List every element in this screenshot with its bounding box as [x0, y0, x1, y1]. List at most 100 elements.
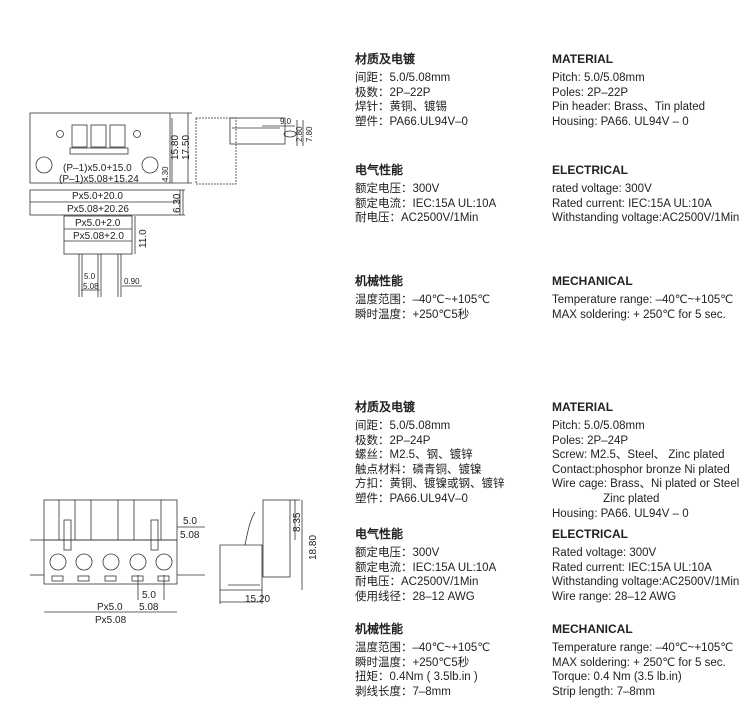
- spec-line: 剥线长度：7–8mm: [355, 685, 451, 698]
- dim-label: 8.35: [292, 512, 303, 532]
- dim-label: 5.0: [142, 590, 156, 601]
- spec-line: Pitch: 5.0/5.08mm: [552, 420, 645, 432]
- spec-line: Wire cage: Brass、Ni plated or Steel: [552, 478, 740, 491]
- top-cn-electrical: 电气性能额定电压：300V 额定电流：IEC:15A UL:10A 耐电压：AC25…: [355, 163, 496, 226]
- spec-line: 瞬时温度：+250℃5秒: [355, 656, 470, 669]
- terminal-side-view: [219, 499, 303, 604]
- dim-label: Px5.0+2.0: [75, 218, 121, 229]
- spec-line: Strip length: 7–8mm: [552, 685, 655, 698]
- dim-label: 2.80: [295, 126, 304, 142]
- spec-line: 额定电压：300V: [355, 183, 440, 195]
- dim-label: 15.80: [170, 135, 181, 160]
- dim-label: 5.08: [83, 282, 99, 291]
- spec-line: Poles: 2P–24P: [552, 434, 629, 447]
- section-heading: 电气性能: [355, 527, 404, 541]
- section-heading: 材质及电镀: [355, 400, 416, 414]
- spec-line: Housing: PA66. UL94V – 0: [552, 115, 689, 128]
- section-heading: 机械性能: [355, 274, 404, 288]
- spec-line: Contact:phosphor bronze Ni plated: [552, 463, 730, 476]
- spec-line: MAX soldering: + 250℃ for 5 sec.: [552, 656, 726, 669]
- dim-label: 6.30: [172, 193, 183, 213]
- dim-label: 5.08: [180, 530, 200, 541]
- spec-line: Temperature range: –40℃~+105℃: [552, 294, 734, 306]
- dim-label: (P–1)x5.0+15.0: [63, 163, 132, 174]
- spec-line: Rated current: IEC:15A UL:10A: [552, 561, 712, 574]
- spec-line: Zinc plated: [552, 492, 660, 505]
- dim-label: 5.0: [183, 516, 197, 527]
- spec-line: 间距：5.0/5.08mm: [355, 420, 451, 432]
- header-side-view: [195, 117, 304, 185]
- spec-line: 极数：2P–22P: [355, 86, 431, 99]
- spec-line: Rated current: IEC:15A UL:10A: [552, 197, 712, 210]
- bottom-cn-mechanical: 机械性能温度范围：–40℃~+105℃ 瞬时温度：+250℃5秒扭矩：0.4Nm …: [355, 622, 490, 699]
- dim-label: 15.20: [245, 594, 270, 605]
- spec-line: 耐电压：AC2500V/1Min: [355, 212, 479, 225]
- dim-label: 18.80: [308, 535, 319, 560]
- spec-line: Pin header: Brass、Tin plated: [552, 101, 705, 114]
- spec-line: 方扣：黄铜、镀镍或钢、镀锌: [355, 478, 505, 491]
- dim-label: Px5.0: [97, 602, 123, 613]
- dim-label: 7.80: [305, 126, 314, 142]
- bottom-en-mechanical: MECHANICAL Temperature range: –40℃~+105℃ M…: [552, 622, 733, 699]
- dim-label: (P–1)x5.08+15.24: [59, 174, 139, 185]
- section-heading: MATERIAL: [552, 52, 614, 66]
- section-heading: MECHANICAL: [552, 622, 633, 636]
- dim-label: 4.30: [161, 166, 170, 182]
- spec-line: 塑件：PA66.UL94V–0: [355, 115, 468, 128]
- spec-line: Withstanding voltage:AC2500V/1Min: [552, 576, 740, 589]
- top-en-electrical: ELECTRICAL rated voltage: 300V Rated curre…: [552, 163, 739, 226]
- spec-line: Withstanding voltage:AC2500V/1Min: [552, 212, 740, 225]
- dim-label: 11.0: [138, 229, 149, 248]
- bottom-cn-material: 材质及电镀间距：5.0/5.08mm 极数：2P–24P 螺丝：M2.5、钢、镀锌触…: [355, 400, 505, 507]
- top-cn-mechanical: 机械性能温度范围：–40℃~+105℃ 瞬时温度：+250℃5秒: [355, 274, 490, 322]
- section-heading: 机械性能: [355, 622, 404, 636]
- spec-line: 瞬时温度：+250℃5秒: [355, 308, 470, 321]
- terminal-front-view: [30, 499, 205, 613]
- spec-line: Temperature range: –40℃~+105℃: [552, 642, 734, 654]
- spec-line: 极数：2P–24P: [355, 434, 431, 447]
- spec-line: 塑件：PA66.UL94V–0: [355, 492, 468, 505]
- spec-line: Screw: M2.5、Steel、 Zinc plated: [552, 449, 725, 462]
- section-heading: 材质及电镀: [355, 52, 416, 66]
- dim-label: 5.0: [84, 272, 96, 281]
- dim-label: Px5.0+20.0: [72, 191, 123, 202]
- dim-label: 9.0: [280, 117, 292, 126]
- spec-line: Torque: 0.4 Nm (3.5 lb.in): [552, 671, 682, 684]
- spec-line: 额定电压：300V: [355, 547, 440, 559]
- section-heading: MECHANICAL: [552, 274, 633, 288]
- section-heading: MATERIAL: [552, 400, 614, 414]
- spec-line: rated voltage: 300V: [552, 183, 652, 195]
- spec-line: Pitch: 5.0/5.08mm: [552, 72, 645, 84]
- spec-line: Housing: PA66. UL94V – 0: [552, 507, 689, 520]
- spec-line: 温度范围：–40℃~+105℃: [355, 642, 491, 654]
- dim-label: 17.50: [181, 135, 192, 160]
- spec-line: 耐电压：AC2500V/1Min: [355, 576, 479, 589]
- spec-line: 间距：5.0/5.08mm: [355, 72, 451, 84]
- spec-line: 螺丝：M2.5、钢、镀锌: [355, 449, 473, 462]
- spec-line: 使用线径：28–12 AWG: [355, 590, 475, 603]
- spec-line: 额定电流：IEC:15A UL:10A: [355, 197, 497, 210]
- spec-line: 焊针：黄铜、镀锡: [355, 101, 447, 114]
- section-heading: ELECTRICAL: [552, 163, 628, 177]
- spec-line: 温度范围：–40℃~+105℃: [355, 294, 491, 306]
- spec-line: 触点材料：磷青铜、镀镍: [355, 463, 482, 476]
- spec-line: Poles: 2P–22P: [552, 86, 629, 99]
- spec-line: 扭矩：0.4Nm ( 3.5lb.in ): [355, 671, 478, 684]
- top-cn-material: 材质及电镀间距：5.0/5.08mm 极数：2P–22P 焊针：黄铜、镀锡塑件：PA…: [355, 52, 468, 129]
- spec-line: Rated voltage: 300V: [552, 547, 657, 559]
- dim-label: Px5.08+20.26: [67, 204, 129, 215]
- dim-label: Px5.08: [95, 615, 127, 626]
- section-heading: 电气性能: [355, 163, 404, 177]
- dim-label: 5.08: [139, 602, 159, 613]
- dim-label: 0.90: [124, 277, 140, 286]
- dim-label: Px5.08+2.0: [73, 231, 124, 242]
- spec-line: 额定电流：IEC:15A UL:10A: [355, 561, 497, 574]
- header-front-view: [29, 112, 192, 297]
- spec-line: Wire range: 28–12 AWG: [552, 590, 677, 603]
